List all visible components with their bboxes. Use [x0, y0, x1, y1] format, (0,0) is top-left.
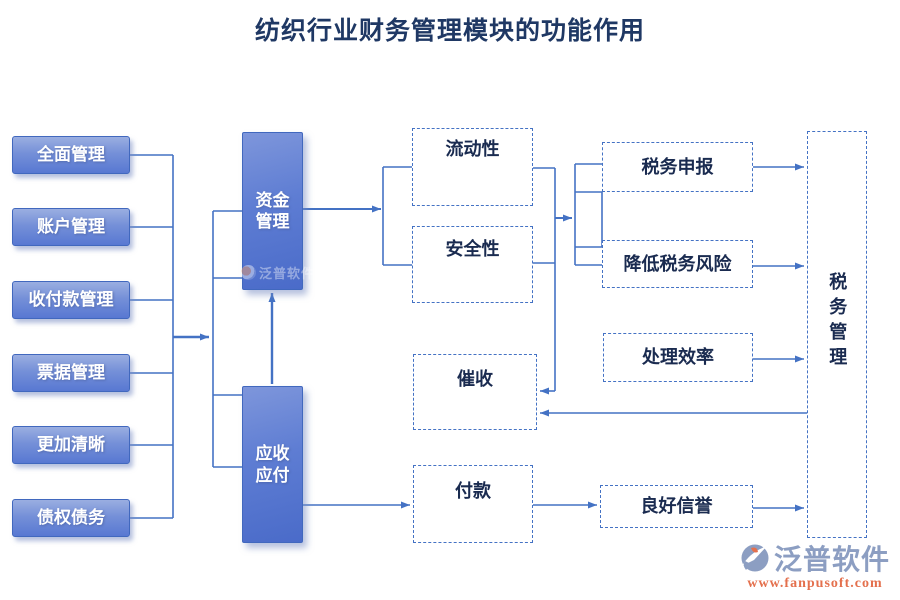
brand-website: www.fanpusoft.com — [747, 576, 883, 591]
node-payment: 付款 — [413, 465, 533, 543]
node-label: 资金管理 — [255, 190, 290, 231]
node-label: 安全性 — [445, 239, 500, 259]
node-receivable-payable: 应收应付 — [242, 386, 303, 543]
node-more-clarity: 更加清晰 — [12, 426, 130, 464]
node-tax-management: 税务管理 — [807, 131, 867, 538]
node-label: 降低税务风险 — [623, 253, 732, 274]
node-label: 全面管理 — [37, 145, 105, 165]
node-collection: 催收 — [413, 354, 537, 430]
node-label: 催收 — [457, 369, 493, 389]
node-label: 债权债务 — [37, 508, 105, 528]
node-receipt-payment-management: 收付款管理 — [12, 281, 130, 319]
node-label: 票据管理 — [37, 363, 105, 383]
node-account-management: 账户管理 — [12, 208, 130, 246]
node-label: 税务管理 — [827, 271, 848, 372]
node-label: 收付款管理 — [28, 290, 114, 310]
node-liquidity: 流动性 — [412, 128, 533, 206]
node-fund-management: 资金管理 — [242, 132, 303, 290]
node-good-reputation: 良好信誉 — [600, 485, 753, 528]
node-safety: 安全性 — [412, 226, 533, 303]
footer-logo: 泛普软件 www.fanpusoft.com — [740, 538, 890, 592]
node-label: 更加清晰 — [37, 435, 105, 455]
node-label: 良好信誉 — [640, 496, 713, 517]
page-title: 纺织行业财务管理模块的功能作用 — [254, 18, 645, 45]
node-label: 处理效率 — [642, 347, 714, 368]
node-label: 账户管理 — [37, 217, 105, 237]
fanpu-logo-icon — [741, 544, 769, 572]
node-bill-management: 票据管理 — [12, 354, 130, 392]
node-overall-management: 全面管理 — [12, 136, 130, 174]
node-label: 税务申报 — [641, 156, 714, 177]
node-processing-efficiency: 处理效率 — [603, 333, 753, 382]
node-reduce-tax-risk: 降低税务风险 — [602, 240, 753, 288]
node-label: 应收应付 — [255, 444, 290, 485]
brand-name: 泛普软件 — [773, 545, 890, 576]
node-tax-declaration: 税务申报 — [602, 142, 753, 192]
node-label: 流动性 — [445, 139, 500, 159]
node-claims-and-debts: 债权债务 — [12, 499, 130, 537]
node-label: 付款 — [455, 481, 491, 501]
